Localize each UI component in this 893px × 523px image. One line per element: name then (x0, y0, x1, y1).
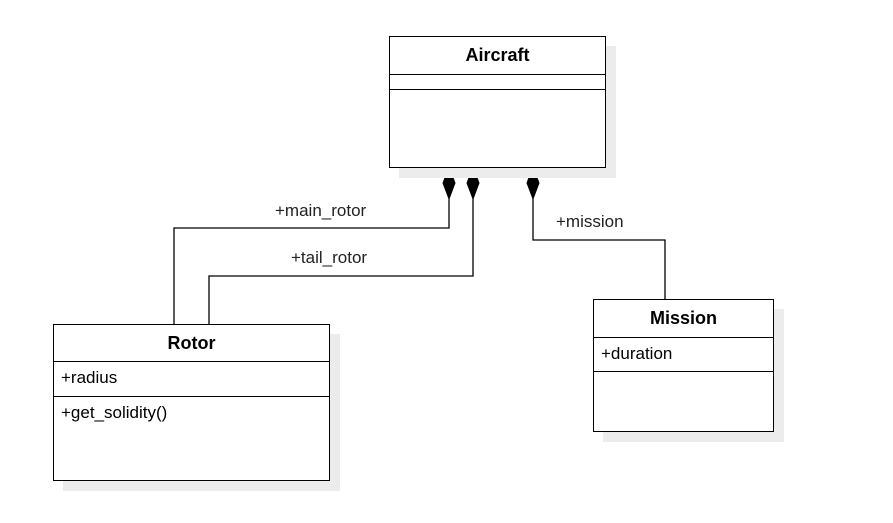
mission-class[interactable]: Mission +duration (593, 299, 774, 432)
main-rotor-association-line (173, 199, 450, 325)
tail-rotor-composition-diamond (466, 165, 480, 201)
aircraft-class[interactable]: Aircraft (389, 36, 606, 168)
main-rotor-composition-diamond (442, 165, 456, 201)
mission-attributes-section: +duration (594, 338, 773, 372)
rotor-methods-section: +get_solidity() (54, 397, 329, 480)
aircraft-class-name: Aircraft (390, 37, 605, 75)
rotor-attributes-section: +radius (54, 362, 329, 397)
mission-association-line (532, 199, 666, 300)
mission-class-name: Mission (594, 300, 773, 338)
tail-rotor-association-line (208, 199, 474, 325)
rotor-attribute-radius: +radius (61, 368, 118, 387)
mission-methods-section (594, 372, 773, 431)
rotor-method-get-solidity: +get_solidity() (61, 403, 168, 422)
mission-role-label: +mission (556, 212, 624, 231)
aircraft-methods-section (390, 90, 605, 167)
tail-rotor-role-label: +tail_rotor (291, 248, 368, 267)
rotor-class-name: Rotor (54, 325, 329, 362)
rotor-class[interactable]: Rotor +radius +get_solidity() (53, 324, 330, 481)
mission-attribute-duration: +duration (601, 344, 673, 363)
aircraft-attributes-section (390, 75, 605, 90)
main-rotor-role-label: +main_rotor (275, 201, 367, 220)
mission-composition-diamond (526, 165, 540, 201)
